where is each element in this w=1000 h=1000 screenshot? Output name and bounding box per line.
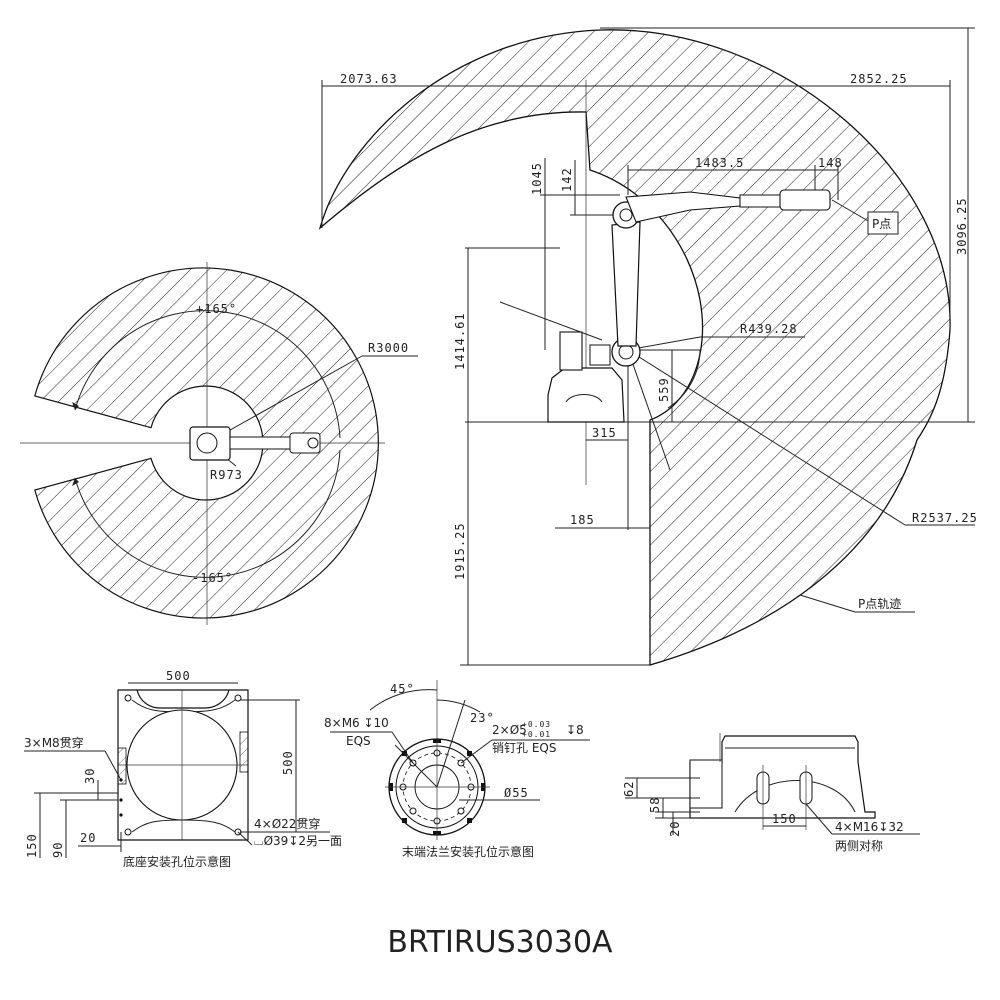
side-symmetric-label: 两侧对称 bbox=[835, 839, 883, 853]
base-dim-90-label: 90 bbox=[51, 842, 65, 858]
dim-1414-label: 1414.61 bbox=[453, 312, 467, 370]
side-base-outline bbox=[689, 735, 876, 819]
flange-pin-tol-lower: +0.01 bbox=[522, 730, 551, 739]
side-view-leader-lower bbox=[627, 349, 671, 471]
top-view-angle-neg-label: -165° bbox=[192, 571, 233, 585]
side-view-workspace-region bbox=[318, 29, 951, 666]
p-point-leader bbox=[831, 199, 871, 223]
flange-55-label: Ø55 bbox=[504, 786, 529, 800]
model-title: BRTIRUS3030A bbox=[387, 925, 613, 960]
base-m8-label: 3×M8贯穿 bbox=[24, 735, 84, 750]
top-view-r973-label: R973 bbox=[210, 468, 243, 482]
dim-1483-label: 1483.5 bbox=[695, 156, 744, 170]
p-point-box bbox=[867, 211, 899, 235]
base-dim-30-label: 30 bbox=[83, 768, 97, 784]
flange-angle-45-label: 45° bbox=[390, 682, 415, 696]
base-dim-500-w-label: 500 bbox=[166, 669, 191, 683]
flange-pin-tol-upper: +0.03 bbox=[522, 720, 551, 729]
side-m16-leader bbox=[805, 803, 833, 835]
top-view-angle-arc-pos bbox=[74, 310, 341, 439]
side-dim-20-label: 20 bbox=[668, 821, 682, 837]
top-view-arrow-pos bbox=[72, 402, 79, 410]
top-view-workspace-region bbox=[34, 267, 379, 619]
base-view: 500 500 3×M8贯穿 30 150 90 20 4×Ø22贯穿 ⌴Ø39… bbox=[24, 669, 342, 869]
p-trajectory-label: P点轨迹 bbox=[858, 597, 901, 611]
dim-3096-label: 3096.25 bbox=[955, 197, 969, 255]
flange-pin-label: 2×Ø5 bbox=[492, 723, 527, 737]
top-view-angle-arc-neg bbox=[74, 449, 341, 578]
flange-m6-leader bbox=[391, 731, 414, 764]
top-view-angle-pos-label: +165° bbox=[196, 302, 237, 316]
side-dim-58-label: 58 bbox=[648, 797, 662, 813]
flange-angle-23-label: 23° bbox=[470, 711, 495, 725]
top-view-robot bbox=[189, 426, 321, 461]
base-dim-500-h-label: 500 bbox=[281, 750, 295, 775]
flange-caption: 末端法兰安装孔位示意图 bbox=[402, 844, 534, 859]
top-view: +165° -165° R3000 R973 bbox=[20, 262, 418, 625]
flange-pin-hole-label: 销钉孔 EQS bbox=[492, 741, 556, 755]
side-base-view: 62 58 20 150 4×M16↧32 两侧对称 bbox=[622, 733, 920, 853]
side-dim-62-label: 62 bbox=[622, 781, 636, 797]
flange-pin-depth: ↧8 bbox=[566, 723, 584, 737]
dim-148-label: 148 bbox=[818, 156, 843, 170]
top-view-arrow-neg bbox=[72, 478, 79, 486]
dim-r439-label: R439.28 bbox=[740, 322, 798, 336]
dim-2852-label: 2852.25 bbox=[850, 72, 908, 86]
side-view: 2073.63 2852.25 3096.25 1414.61 1915.25 … bbox=[318, 27, 978, 666]
flange-23-arc bbox=[436, 699, 481, 713]
flange-pin-leader bbox=[460, 739, 493, 764]
dim-559-label: 559 bbox=[657, 377, 671, 402]
flange-23-ray bbox=[436, 699, 466, 788]
dim-315-label: 315 bbox=[592, 426, 617, 440]
side-m16-label: 4×M16↧32 bbox=[835, 820, 904, 834]
dim-1045-label: 1045 bbox=[530, 162, 544, 195]
side-view-robot bbox=[547, 189, 831, 423]
dim-r2537-label: R2537.25 bbox=[912, 511, 978, 525]
top-view-r3000-label: R3000 bbox=[368, 341, 409, 355]
flange-view: 45° 23° 8×M6 ↧10 EQS 2×Ø5 +0.03 +0.01 ↧8… bbox=[324, 680, 590, 859]
dim-1915-label: 1915.25 bbox=[453, 522, 467, 580]
base-dim-150-label: 150 bbox=[25, 833, 39, 858]
side-view-leader-left bbox=[499, 301, 603, 341]
p-point-label: P点 bbox=[872, 217, 891, 231]
dim-r439-arc bbox=[630, 349, 701, 409]
base-caption: 底座安装孔位示意图 bbox=[123, 854, 231, 869]
base-counterbore-label: ⌴Ø39↧2另一面 bbox=[254, 834, 342, 848]
base-holes-leader bbox=[237, 831, 253, 846]
dim-142-label: 142 bbox=[560, 167, 574, 192]
base-dim-20-label: 20 bbox=[80, 831, 96, 845]
flange-m6-eqs-label: EQS bbox=[346, 734, 371, 748]
dim-r2537-leader bbox=[627, 349, 906, 526]
top-view-r3000-leader bbox=[206, 355, 363, 444]
dim-185-label: 185 bbox=[570, 513, 595, 527]
base-holes-label: 4×Ø22贯穿 bbox=[254, 816, 320, 831]
dim-2073-label: 2073.63 bbox=[340, 72, 398, 86]
flange-45-ray bbox=[394, 744, 438, 788]
base-m8-leader bbox=[104, 750, 122, 781]
p-traj-leader bbox=[799, 594, 856, 613]
flange-45-arc bbox=[369, 689, 438, 711]
side-dim-150-label: 150 bbox=[772, 812, 797, 826]
flange-m6-label: 8×M6 ↧10 bbox=[324, 716, 389, 730]
